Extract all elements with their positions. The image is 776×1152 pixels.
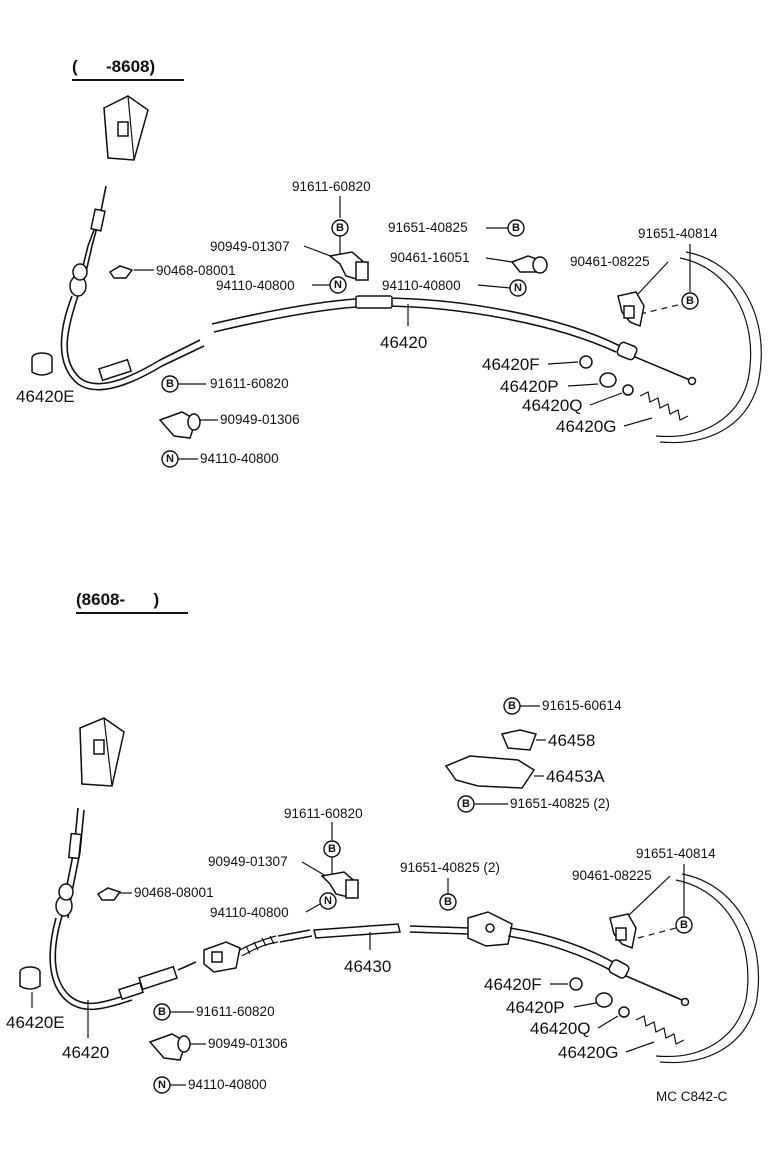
part-number-label: 46420Q bbox=[522, 396, 583, 415]
section-late: (8608- ) B 91615-60614 46458 46453A B 91… bbox=[6, 590, 760, 1094]
grommet bbox=[31, 352, 53, 376]
bolt-symbol-letter: B bbox=[512, 222, 520, 234]
nut-symbol bbox=[509, 279, 527, 297]
part-number-label: 46420 bbox=[62, 1043, 109, 1062]
part-number-label: 91651-40825 (2) bbox=[400, 860, 500, 875]
rear-cable-center bbox=[313, 923, 401, 939]
part-number-label: 46420G bbox=[558, 1043, 619, 1062]
bolt-symbol-letter: B bbox=[166, 378, 174, 390]
section-early: ( -8608) 46420E 90468-08001 bbox=[16, 57, 762, 468]
part-number-label: 90949-01307 bbox=[208, 854, 288, 869]
part-number-label: 90949-01307 bbox=[210, 239, 290, 254]
brake-lever-block bbox=[103, 95, 149, 161]
backing-plate bbox=[655, 257, 752, 438]
equalizer-cable bbox=[203, 929, 313, 973]
washer-part bbox=[618, 1006, 630, 1018]
clip-part bbox=[96, 887, 122, 901]
part-number-label: 94110-40800 bbox=[216, 278, 295, 293]
part-number-label: 91611-60820 bbox=[284, 806, 363, 821]
part-number-label: 94110-40800 bbox=[382, 278, 461, 293]
section-header: (8608- ) bbox=[76, 590, 159, 609]
part-number-label: 46420E bbox=[16, 387, 75, 406]
nut-symbol bbox=[319, 892, 337, 910]
part-number-label: 46420P bbox=[506, 998, 565, 1017]
bolt-symbol bbox=[507, 219, 525, 237]
part-number-label: 91611-60820 bbox=[210, 376, 289, 391]
backing-plate bbox=[655, 879, 749, 1058]
bushing-part bbox=[595, 992, 613, 1008]
nut-symbol-letter: N bbox=[514, 282, 522, 294]
bolt-symbol bbox=[675, 916, 693, 934]
bracket-part bbox=[500, 729, 537, 751]
main-cable bbox=[211, 295, 697, 386]
bolt-symbol-letter: B bbox=[444, 896, 452, 908]
part-number-label: 94110-40800 bbox=[200, 451, 279, 466]
nut-symbol-letter: N bbox=[334, 279, 342, 291]
bolt-symbol-letter: B bbox=[328, 843, 336, 855]
washer-part bbox=[579, 355, 593, 369]
part-number-label: 46420F bbox=[482, 355, 540, 374]
nut-symbol-letter: N bbox=[158, 1079, 166, 1091]
grommet bbox=[19, 966, 41, 990]
part-number-label: 46420G bbox=[556, 417, 617, 436]
part-number-label: 91651-40814 bbox=[638, 226, 718, 241]
section-header: ( -8608) bbox=[72, 57, 155, 76]
part-number-label: 91611-60820 bbox=[196, 1004, 275, 1019]
part-number-label: 46420F bbox=[484, 975, 542, 994]
clip-part bbox=[108, 265, 134, 279]
part-number-label: 94110-40800 bbox=[210, 905, 289, 920]
part-number-label: 90461-08225 bbox=[572, 868, 652, 883]
bolt-symbol-letter: B bbox=[158, 1006, 166, 1018]
part-number-label: 90461-08225 bbox=[570, 254, 650, 269]
part-number-label: 46420Q bbox=[530, 1019, 591, 1038]
washer-part bbox=[622, 384, 634, 396]
part-number-label: 91651-40814 bbox=[636, 846, 716, 861]
part-number-label: 91651-40825 (2) bbox=[510, 796, 610, 811]
bolt-symbol-letter: B bbox=[508, 700, 516, 712]
nut-symbol bbox=[329, 276, 347, 294]
part-number-label: 90949-01306 bbox=[220, 412, 300, 427]
front-cable bbox=[49, 807, 197, 1011]
washer-part bbox=[569, 977, 583, 991]
bolt-symbol bbox=[439, 893, 457, 911]
spring-part bbox=[635, 1015, 685, 1045]
part-number-label: 90461-16051 bbox=[390, 250, 470, 265]
part-number-label: 90949-01306 bbox=[208, 1036, 288, 1051]
part-number-label: 91615-60614 bbox=[542, 698, 622, 713]
part-number-label: 94110-40800 bbox=[188, 1077, 267, 1092]
bushing-part bbox=[599, 372, 617, 388]
part-number-label: 91611-60820 bbox=[292, 179, 371, 194]
bracket-part bbox=[444, 755, 536, 789]
spring-part bbox=[639, 391, 689, 421]
nut-symbol-letter: N bbox=[166, 453, 174, 465]
main-cable bbox=[409, 911, 690, 1007]
bolt-symbol-letter: B bbox=[462, 798, 470, 810]
part-number-label: 91651-40825 bbox=[388, 220, 468, 235]
part-number-label: 46453A bbox=[546, 767, 605, 786]
bolt-symbol-letter: B bbox=[680, 919, 688, 931]
diagram-code: MC C842-C bbox=[656, 1089, 728, 1104]
part-number-label: 46420E bbox=[6, 1013, 65, 1032]
brake-lever-block bbox=[79, 717, 125, 787]
nut-symbol-letter: N bbox=[324, 895, 332, 907]
bolt-symbol bbox=[681, 292, 699, 310]
bolt-symbol-letter: B bbox=[336, 222, 344, 234]
bolt-symbol-letter: B bbox=[686, 295, 694, 307]
part-number-label: 46420P bbox=[500, 377, 559, 396]
part-number-label: 46420 bbox=[380, 333, 427, 352]
part-number-label: 46430 bbox=[344, 957, 391, 976]
part-number-label: 46458 bbox=[548, 731, 595, 750]
front-cable bbox=[60, 185, 205, 391]
part-number-label: 90468-08001 bbox=[134, 885, 214, 900]
part-number-label: 90468-08001 bbox=[156, 263, 236, 278]
